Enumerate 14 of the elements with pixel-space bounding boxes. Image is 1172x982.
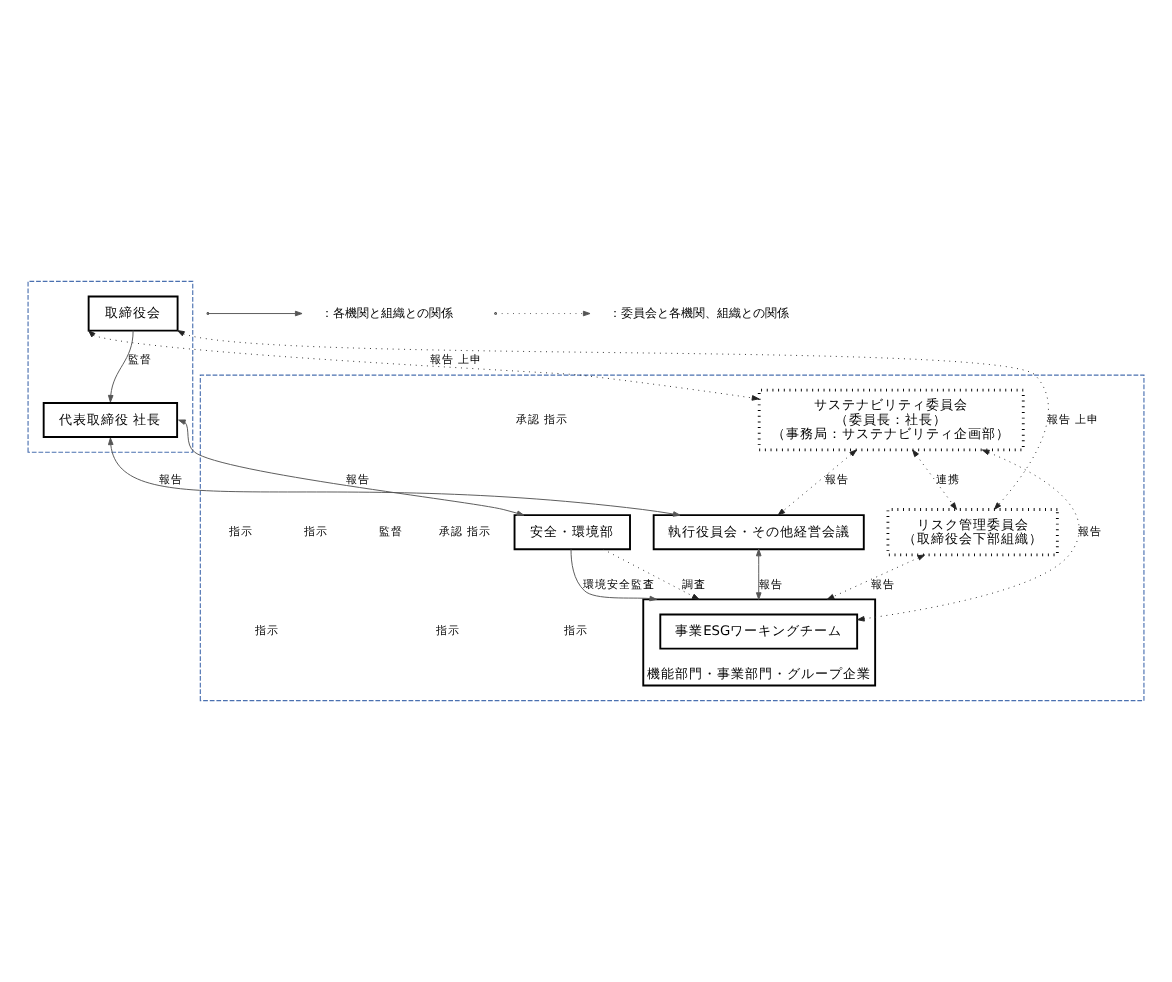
arrow [755,548,762,600]
arrow [570,548,657,602]
cluster [27,280,194,453]
arrow [602,548,700,600]
arrow [88,330,760,401]
arrow [912,449,957,510]
arrow [857,449,1080,622]
arrow [777,449,857,516]
arrow [107,437,681,517]
arrow [177,330,1049,510]
arrow [107,330,134,403]
cluster [199,374,1145,702]
arrow [178,419,525,516]
arrow [826,554,926,600]
